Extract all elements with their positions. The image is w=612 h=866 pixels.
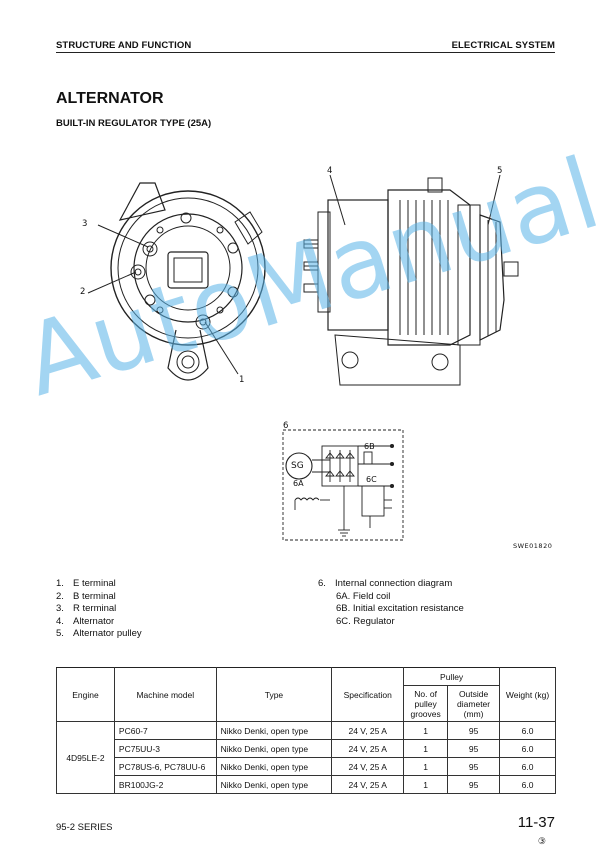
col-header-type: Type (215, 667, 333, 722)
callout-4: 4 (327, 166, 333, 176)
alternator-front-view (87, 182, 266, 381)
alternator-side-view (303, 174, 519, 386)
cell-weight: 6.0 (499, 757, 556, 776)
cell-type: Nikko Denki, open type (215, 757, 333, 776)
cell-spec: 24 V, 25 A (331, 775, 405, 794)
callout-1: 1 (239, 375, 245, 385)
header-chapter-title: ELECTRICAL SYSTEM (451, 40, 555, 51)
legend-left: 1. E terminal 2. B terminal 3. R terminal 4… (56, 578, 142, 641)
cell-grooves: 1 (403, 775, 449, 794)
cell-type: Nikko Denki, open type (215, 739, 333, 758)
cell-grooves: 1 (403, 757, 449, 776)
legend-text: R terminal (73, 603, 117, 615)
alternator-spec-table: Engine Machine model Type Specification … (56, 667, 556, 794)
table-row: PC78US-6, PC78UU-6 Nikko Denki, open typ… (57, 757, 556, 776)
col-header-grooves: No. of pulley grooves (403, 685, 449, 722)
cell-spec: 24 V, 25 A (331, 757, 405, 776)
figure-code: SWE01820 (513, 542, 553, 550)
table-row: BR100JG-2 Nikko Denki, open type 24 V, 2… (57, 775, 556, 794)
cell-grooves: 1 (403, 739, 449, 758)
callout-2: 2 (80, 287, 86, 297)
footer-page-number: 11-37 (517, 814, 555, 831)
legend-item: 4. Alternator (56, 616, 142, 629)
legend-subitem: 6B. Initial excitation resistance (336, 603, 464, 615)
cell-model: BR100JG-2 (113, 775, 217, 794)
cell-model: PC75UU-3 (113, 739, 217, 758)
legend-subitem: 6A. Field coil (336, 590, 391, 602)
cell-model: PC78US-6, PC78UU-6 (113, 757, 217, 776)
legend-subitem: 6C. Regulator (336, 615, 395, 627)
cell-weight: 6.0 (499, 775, 556, 794)
legend-text: B terminal (73, 590, 116, 602)
cell-diameter: 95 (447, 721, 501, 740)
legend-right: 6. Internal connection diagram 6A. Field … (318, 578, 464, 628)
legend-item: 1. E terminal (56, 578, 142, 591)
legend-text: Alternator pulley (73, 628, 142, 640)
legend-num: 4. (56, 615, 64, 627)
table-row: 4D95LE-2 PC60-7 Nikko Denki, open type 2… (56, 721, 556, 794)
cell-diameter: 95 (447, 775, 501, 794)
cell-spec: 24 V, 25 A (331, 739, 405, 758)
footer-revision-mark: ③ (537, 836, 546, 846)
header-rule (56, 52, 555, 53)
callout-6a: 6A (293, 479, 304, 488)
callout-5: 5 (497, 166, 503, 176)
legend-num: 6. (318, 578, 326, 589)
cell-model: PC60-7 (113, 721, 217, 740)
page-subtitle: BUILT-IN REGULATOR TYPE (25A) (56, 118, 212, 129)
table-row: PC75UU-3 Nikko Denki, open type 24 V, 25… (57, 739, 556, 758)
callout-6b: 6B (364, 442, 375, 451)
legend-num: 2. (56, 590, 64, 602)
legend-item: 3. R terminal (56, 603, 142, 616)
cell-weight: 6.0 (499, 721, 556, 740)
legend-num: 3. (56, 603, 64, 615)
header-section-title: STRUCTURE AND FUNCTION (56, 40, 192, 51)
cell-type: Nikko Denki, open type (215, 775, 333, 794)
internal-connection-diagram (282, 429, 404, 541)
col-header-engine: Engine (56, 667, 115, 722)
legend-item: 5. Alternator pulley (56, 628, 142, 641)
legend-item: 2. B terminal (56, 591, 142, 604)
col-header-weight: Weight (kg) (499, 667, 556, 722)
col-header-machine-model: Machine model (113, 667, 217, 722)
cell-diameter: 95 (447, 739, 501, 758)
col-header-specification: Specification (331, 667, 405, 722)
page-title: ALTERNATOR (56, 90, 164, 107)
legend-text: Internal connection diagram (335, 578, 453, 589)
col-header-diameter: Outside diameter (mm) (447, 685, 501, 722)
legend-text: E terminal (73, 578, 116, 589)
cell-type: Nikko Denki, open type (215, 721, 333, 740)
callout-3: 3 (82, 219, 88, 229)
cell-grooves: 1 (403, 721, 449, 740)
cell-weight: 6.0 (499, 739, 556, 758)
callout-6: 6 (283, 421, 289, 431)
callout-6c: 6C (366, 475, 377, 484)
legend-num: 1. (56, 578, 64, 589)
sg-label: SG (291, 461, 304, 471)
footer-series: 95-2 SERIES (56, 822, 113, 833)
cell-spec: 24 V, 25 A (331, 721, 405, 740)
legend-num: 5. (56, 628, 64, 640)
cell-diameter: 95 (447, 757, 501, 776)
legend-text: Alternator (73, 615, 115, 627)
cell-engine: 4D95LE-2 (56, 721, 115, 794)
legend-item: 6. Internal connection diagram (318, 578, 464, 591)
col-header-pulley: Pulley (403, 667, 501, 686)
